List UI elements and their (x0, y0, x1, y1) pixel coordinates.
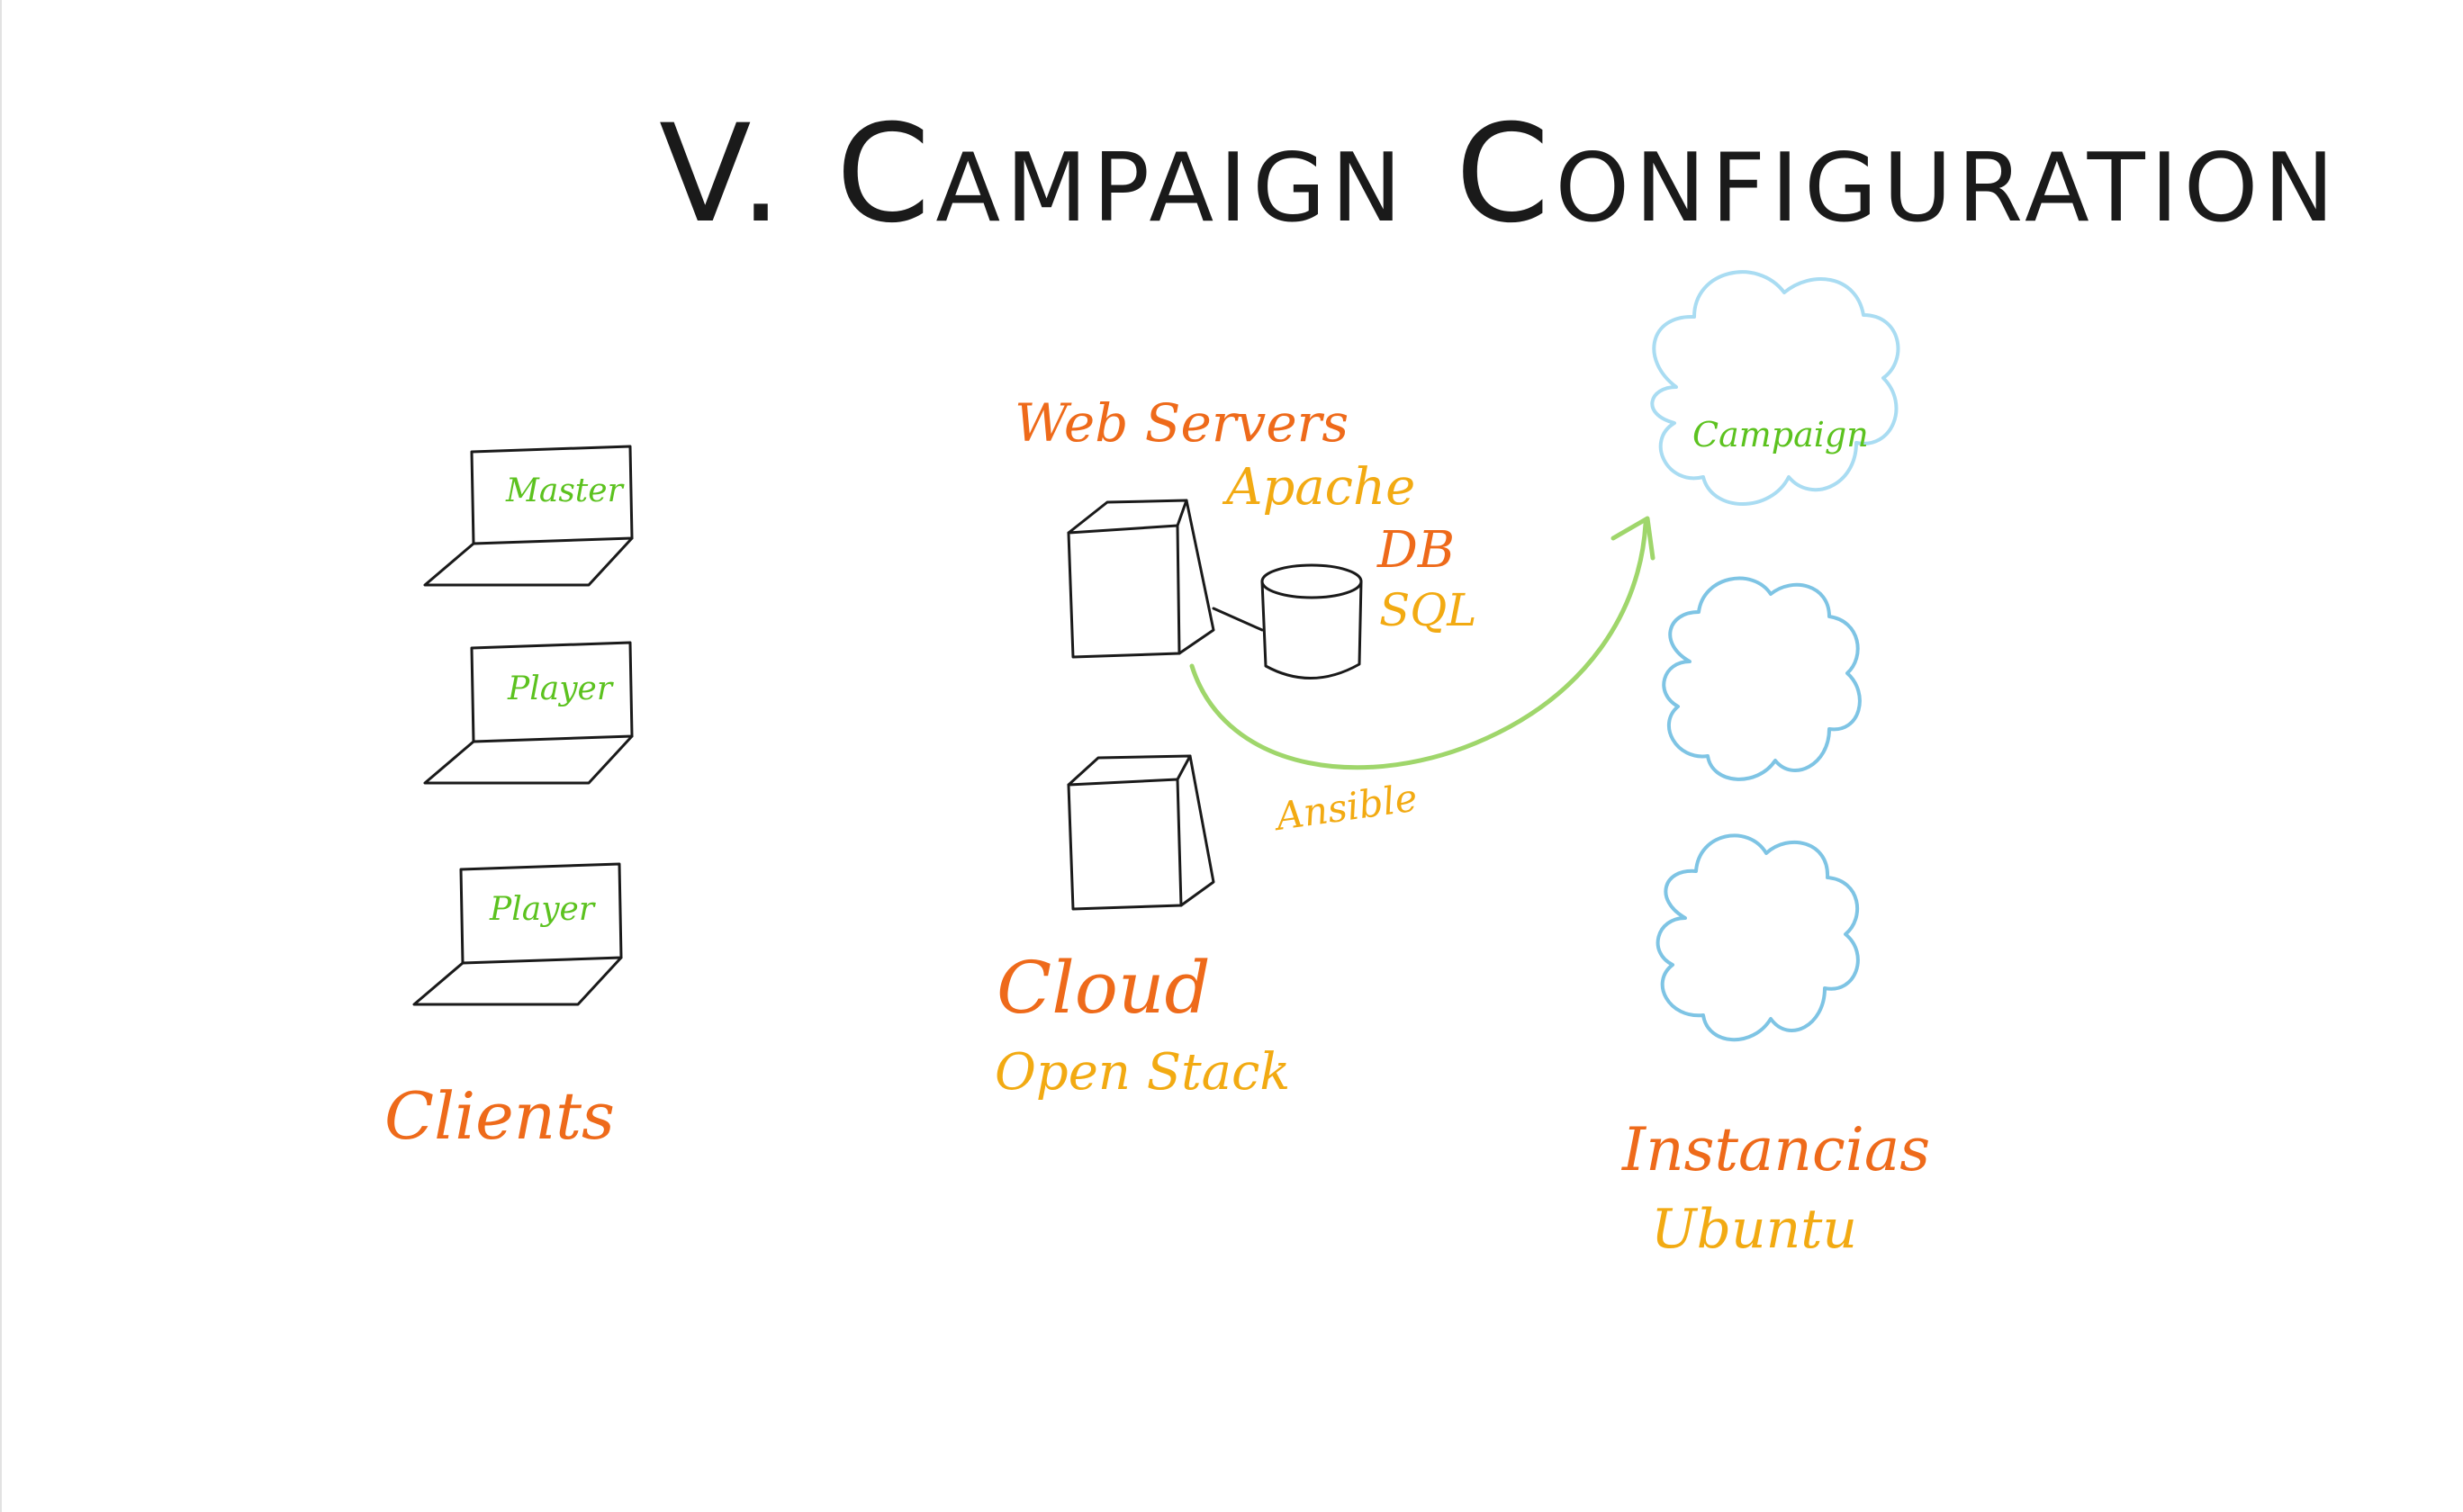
cloud-label: Cloud (997, 946, 1211, 1030)
ansible-label: Ansible (1270, 775, 1421, 839)
db-body (1260, 580, 1363, 680)
server-top (1067, 499, 1188, 535)
web-server-box (1067, 499, 1215, 659)
server-front (1067, 524, 1181, 659)
server-group (1067, 499, 1363, 911)
clients-group (412, 445, 634, 1006)
laptop-label-player: Player (489, 891, 596, 928)
cloud-shape (1656, 833, 1860, 1042)
database-cylinder (1260, 563, 1363, 680)
db-top (1260, 563, 1363, 599)
cloud-shape (1662, 576, 1862, 781)
instancias-label: Instancias (1621, 1115, 1930, 1184)
openstack-label: Open Stack (995, 1043, 1290, 1102)
server-db-link (1212, 607, 1264, 632)
laptop-label-master: Master (505, 472, 625, 509)
laptop-labels: Master Player Player (489, 472, 625, 928)
laptop-label-player: Player (507, 670, 614, 707)
clients-label: Clients (384, 1078, 615, 1154)
campaign-instance-label: Campaign (1692, 415, 1869, 454)
laptop-base (423, 536, 634, 587)
sql-label: SQL (1379, 584, 1476, 636)
cloud-shape (1650, 270, 1900, 506)
laptop-base (412, 956, 623, 1006)
laptop-player-2 (412, 862, 623, 1006)
web-server-box (1067, 754, 1215, 911)
server-side (1177, 499, 1215, 655)
laptop-master (423, 445, 634, 587)
laptop-base (423, 734, 634, 785)
apache-label: Apache (1222, 458, 1415, 517)
server-side (1179, 754, 1215, 907)
arrow-head (1610, 516, 1656, 561)
server-top (1067, 754, 1192, 787)
ubuntu-label: Ubuntu (1651, 1198, 1857, 1261)
server-front (1067, 778, 1183, 911)
title-text: V. Campaign Configuration (659, 96, 2340, 253)
ansible-arrow (1189, 516, 1656, 770)
web-servers-label: Web Servers (1015, 392, 1349, 454)
laptop-player-1 (423, 641, 634, 785)
title: V. Campaign Configuration (659, 96, 2340, 253)
db-label: DB (1376, 521, 1455, 580)
arrow-curve (1189, 521, 1648, 770)
instance-clouds (1650, 270, 1900, 1042)
